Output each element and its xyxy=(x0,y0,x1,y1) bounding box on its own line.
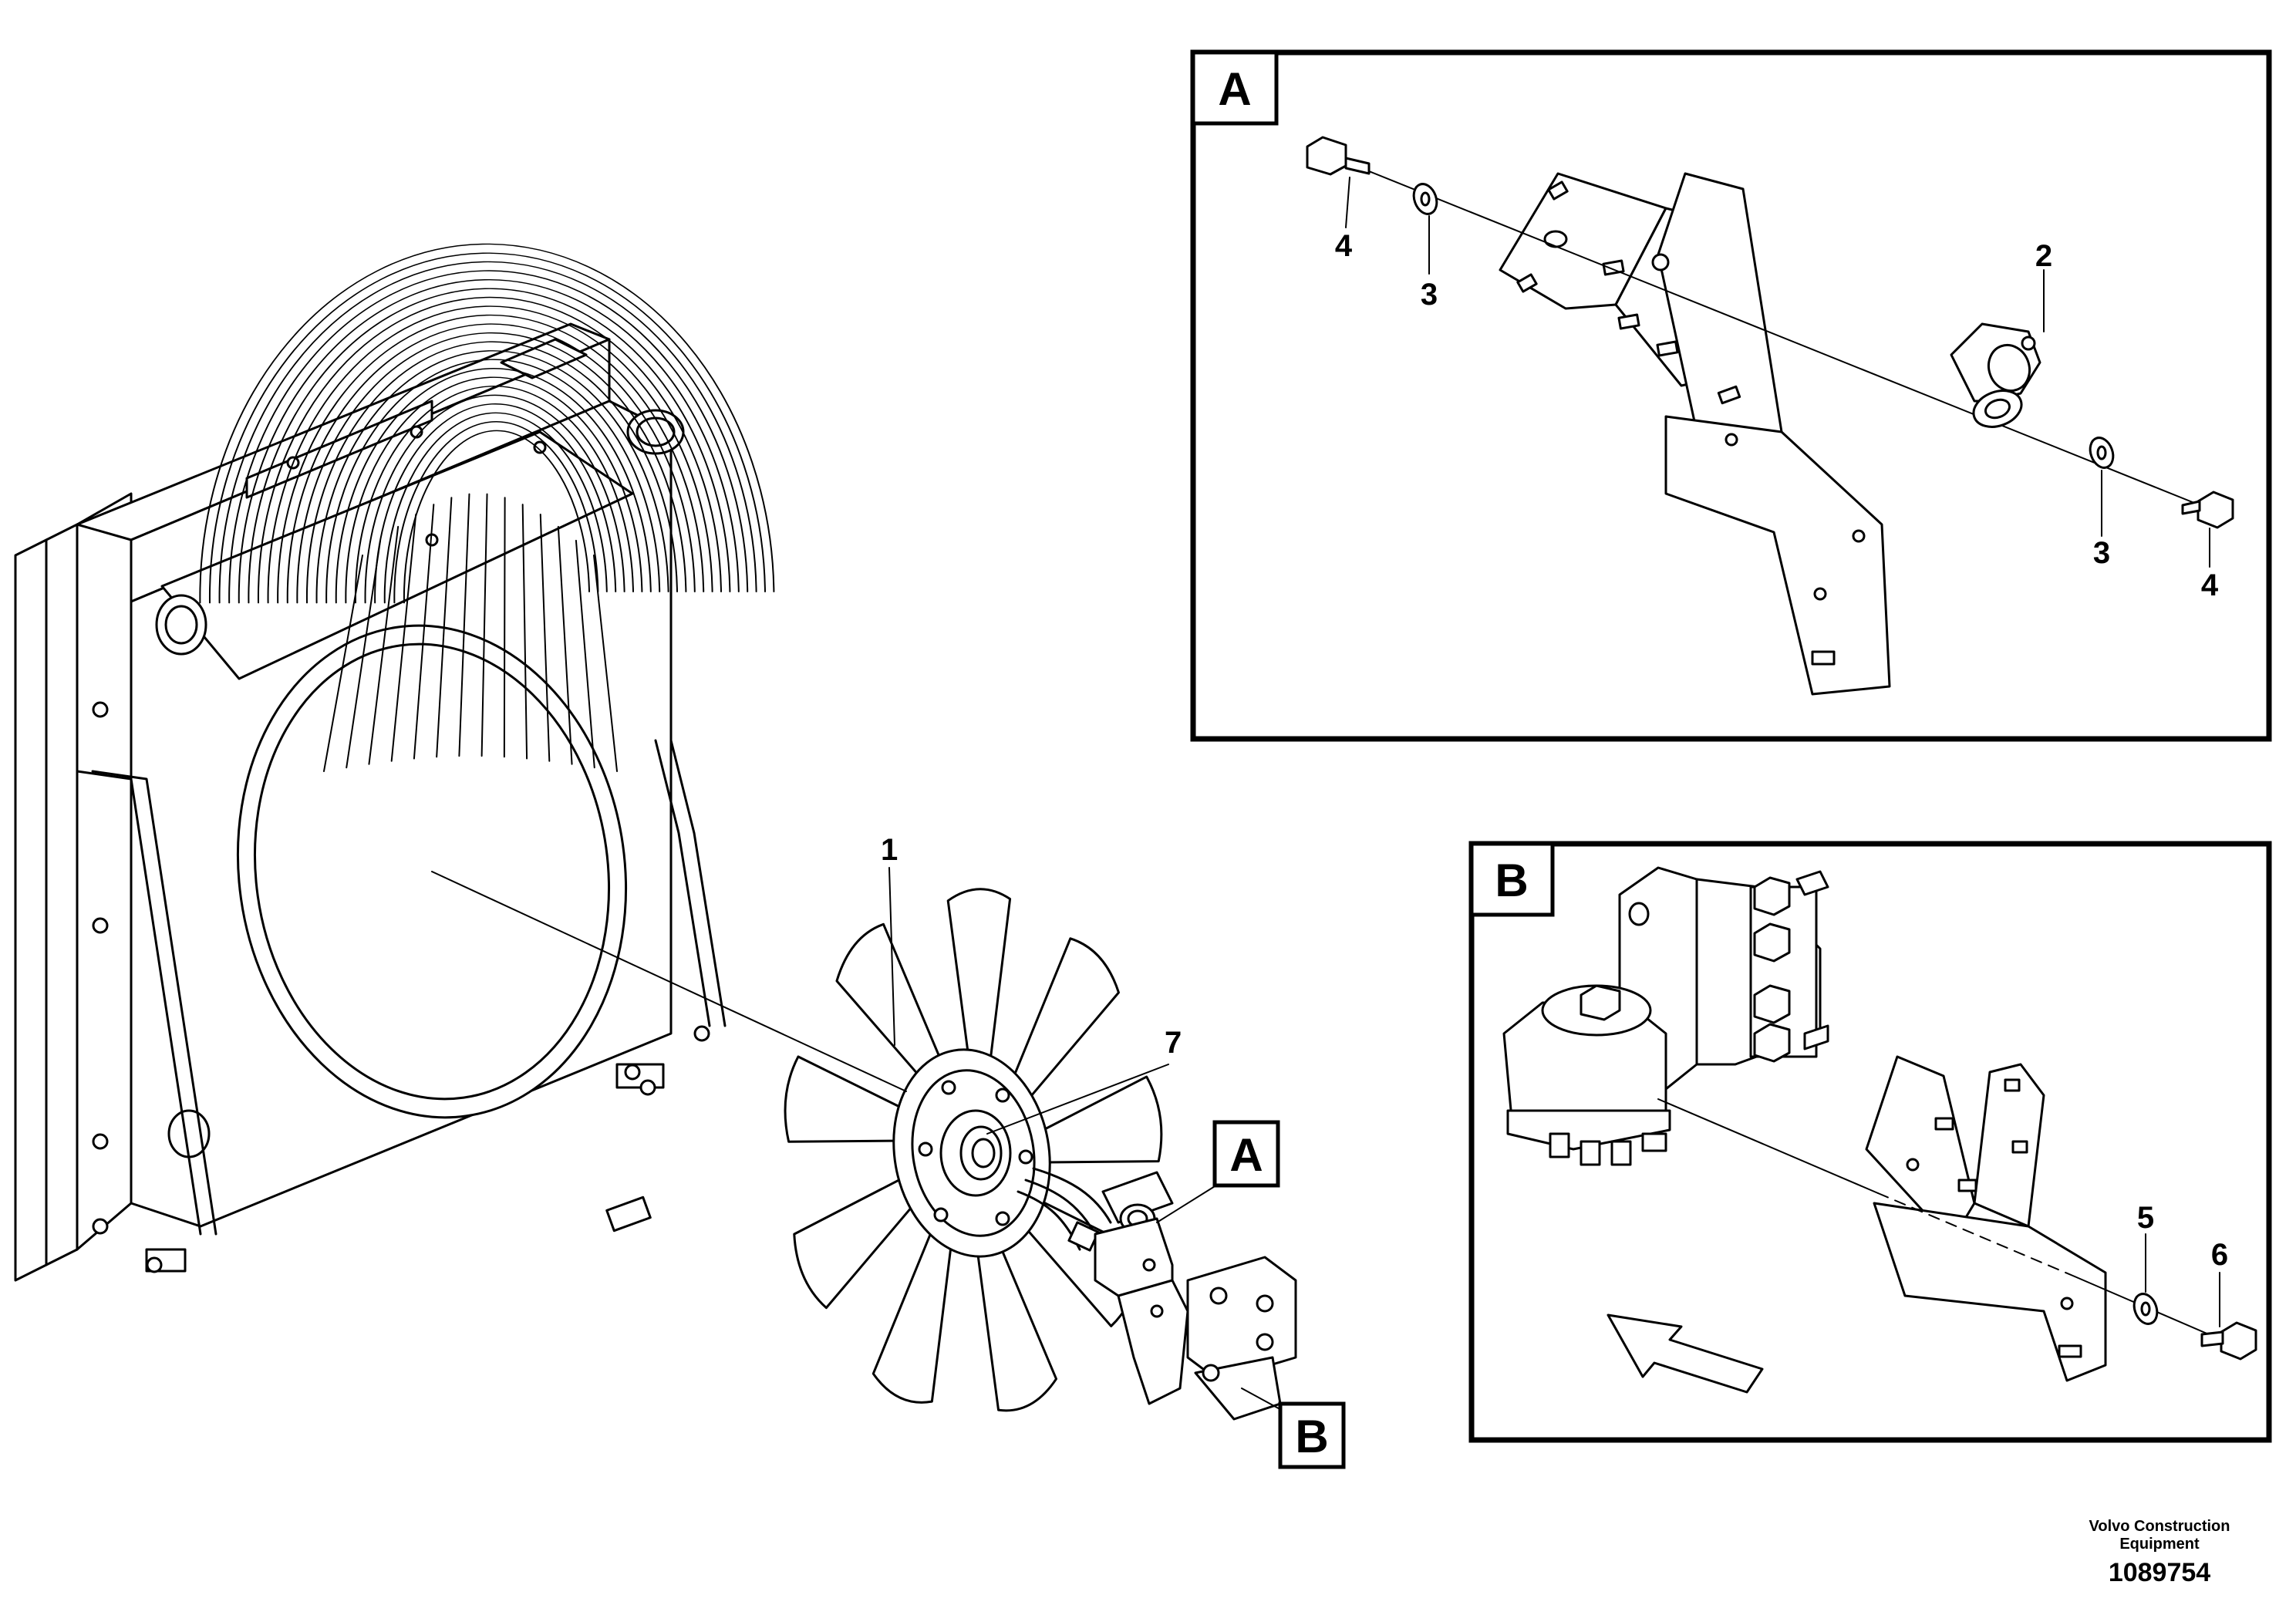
detail-a-callout-4-right: 4 xyxy=(2201,568,2219,602)
fan-blade xyxy=(784,1055,926,1143)
detail-b-letter: B xyxy=(1495,855,1528,906)
mesh-wire xyxy=(335,367,652,604)
fan-bracket-assembly xyxy=(1094,1217,1297,1421)
callout-7: 7 xyxy=(1165,1026,1182,1060)
washer-b xyxy=(2132,1293,2159,1325)
mesh-wire xyxy=(374,403,617,604)
washer-right xyxy=(2089,437,2115,469)
bolt-right xyxy=(2181,491,2234,529)
mesh-spoke xyxy=(413,504,435,760)
fan-axis-line xyxy=(431,871,907,1092)
bolt-b xyxy=(2200,1321,2257,1361)
mesh-spoke xyxy=(458,493,470,757)
mesh-wire xyxy=(296,332,687,604)
mesh-wire xyxy=(305,341,678,604)
drawing-number: 1089754 xyxy=(2109,1558,2210,1587)
mesh-wire xyxy=(364,394,625,604)
mesh-wire xyxy=(228,270,749,604)
mesh-wire xyxy=(218,261,757,604)
mesh-wire xyxy=(248,288,731,604)
detail-b-axis-solid xyxy=(1657,1098,1879,1194)
washer-left xyxy=(1412,183,1438,215)
detail-tag-b-letter: B xyxy=(1295,1411,1328,1462)
detail-a-callout-2: 2 xyxy=(2035,239,2052,273)
mesh-spoke xyxy=(539,513,551,762)
mesh-wire xyxy=(257,296,722,604)
mesh-wire xyxy=(208,252,766,604)
radiator-assembly xyxy=(14,322,727,1282)
detail-b-axis-dashed xyxy=(1877,1192,2075,1277)
detail-a-callout-3-left: 3 xyxy=(1421,278,1438,312)
mesh-spoke xyxy=(593,555,618,772)
p-clamp xyxy=(1950,322,2041,428)
fan-guard-mesh xyxy=(199,243,775,772)
mesh-wire xyxy=(199,243,775,604)
mesh-spoke xyxy=(557,525,573,765)
publisher-line-2: Equipment xyxy=(2119,1536,2200,1553)
mesh-spoke xyxy=(503,497,506,758)
mesh-spoke xyxy=(323,555,363,772)
mesh-spoke xyxy=(436,497,453,758)
mesh-spoke xyxy=(480,493,488,757)
callout-1: 1 xyxy=(881,833,898,867)
leader-1 xyxy=(888,867,895,1046)
leader-7 xyxy=(986,1064,1169,1135)
mesh-wire xyxy=(238,278,740,604)
mesh-wire xyxy=(315,349,669,604)
detail-a-panel: A xyxy=(1190,49,2272,742)
detail-a-callout-3-right: 3 xyxy=(2093,536,2110,570)
mesh-wire xyxy=(286,323,696,604)
mesh-wire xyxy=(267,305,713,604)
title-block: Volvo Construction Equipment 1089754 xyxy=(2089,1518,2230,1587)
fan-blade xyxy=(1022,1075,1163,1164)
leader-tag-a xyxy=(1156,1183,1219,1223)
detail-tag-b: B xyxy=(1278,1401,1346,1469)
mesh-wire xyxy=(345,376,643,604)
fan-blade xyxy=(946,888,1012,1084)
detail-b-callout-5: 5 xyxy=(2137,1201,2154,1235)
detail-a-callout-4-left: 4 xyxy=(1335,229,1353,263)
detail-tag-a: A xyxy=(1212,1120,1280,1188)
fan-blade xyxy=(973,1220,1058,1412)
mesh-spoke xyxy=(368,525,400,765)
mesh-wire xyxy=(403,430,590,604)
detail-tag-a-letter: A xyxy=(1229,1129,1263,1181)
detail-b-callout-6: 6 xyxy=(2211,1238,2228,1272)
direction-arrow xyxy=(1607,1313,1764,1394)
detail-a-letter: A xyxy=(1218,63,1251,115)
mesh-spoke xyxy=(521,504,528,760)
mesh-wire xyxy=(393,421,599,604)
fan-blade xyxy=(793,1168,928,1310)
mesh-spoke xyxy=(346,539,382,769)
mesh-spoke xyxy=(575,539,595,769)
mesh-wire xyxy=(277,314,705,604)
bolt-left xyxy=(1306,136,1371,176)
mesh-wire xyxy=(383,412,608,604)
mesh-spoke xyxy=(390,513,417,762)
fan-blade xyxy=(872,1209,956,1404)
detail-a-axis xyxy=(1364,169,2207,508)
detail-b-panel: B xyxy=(1468,841,2272,1443)
mesh-wire xyxy=(354,386,634,604)
fan-blade xyxy=(1004,937,1120,1115)
leader-tag-b xyxy=(1241,1388,1285,1412)
mesh-wire xyxy=(325,359,661,604)
publisher-line-1: Volvo Construction xyxy=(2089,1518,2230,1535)
cooling-fan xyxy=(784,888,1163,1412)
